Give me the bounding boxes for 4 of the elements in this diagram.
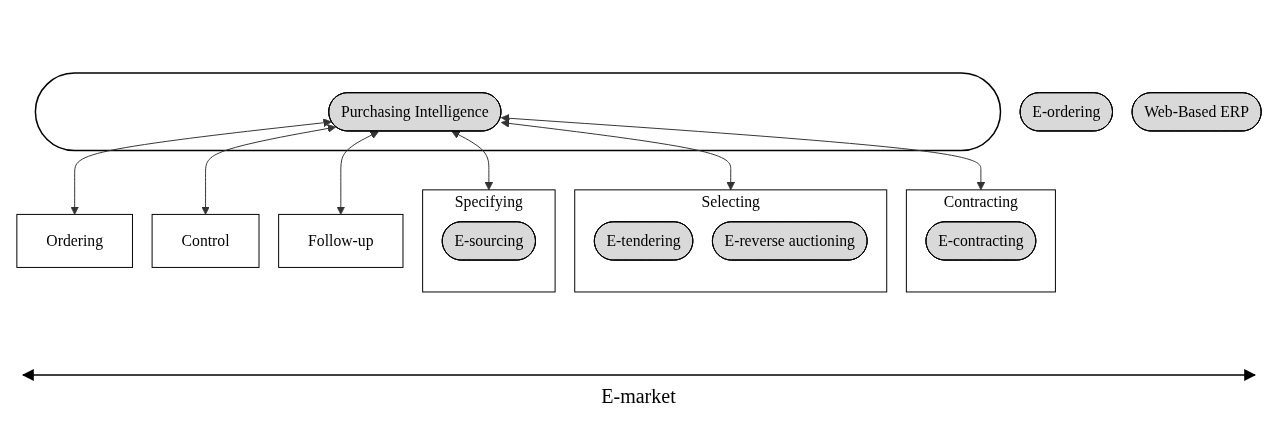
node-box: Follow-up — [277, 213, 403, 268]
node-box: Control — [151, 213, 259, 268]
span-label: E-market — [601, 385, 676, 408]
node-box: Ordering — [15, 213, 133, 268]
